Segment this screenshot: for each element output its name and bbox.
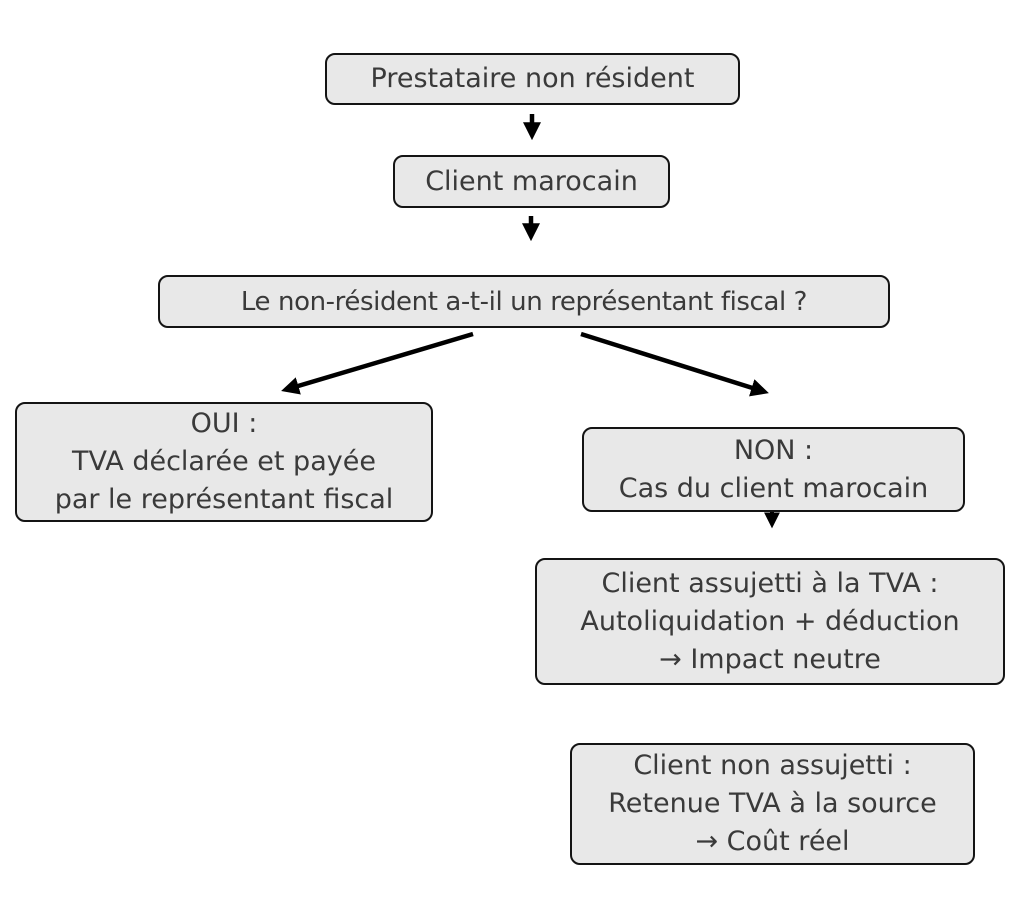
node-prestataire-label: Prestataire non résident [370,63,695,94]
node-oui: OUI : TVA déclarée et payée par le repré… [15,402,433,522]
node-assujetti-line-3: → Impact neutre [659,643,881,675]
node-oui-line-3: par le représentant fiscal [54,484,394,515]
node-client-assujetti: Client assujetti à la TVA : Autoliquidat… [535,558,1005,685]
node-prestataire-non-resident: Prestataire non résident [325,53,740,105]
node-non-line-1: NON : [733,434,814,466]
node-non-assujetti-line-1: Client non assujetti : [633,750,912,781]
node-non-assujetti-line-3: → Coût réel [695,826,850,857]
node-assujetti-line-1: Client assujetti à la TVA : [601,567,939,599]
node-question-representant-fiscal: Le non-résident a-t-il un représentant f… [158,275,890,328]
node-question-label: Le non-résident a-t-il un représentant f… [240,286,808,317]
node-non-line-2: Cas du client marocain [618,472,929,504]
node-assujetti-line-2: Autoliquidation + déduction [580,605,960,637]
edge-question-oui [281,331,474,395]
node-client-marocain: Client marocain [393,155,670,208]
node-non-assujetti-line-2: Retenue TVA à la source [608,788,937,819]
node-client-non-assujetti: Client non assujetti : Retenue TVA à la … [570,743,975,865]
node-client-label: Client marocain [425,165,638,197]
node-non: NON : Cas du client marocain [582,427,965,512]
node-oui-line-2: TVA déclarée et payée [72,446,376,477]
edge-question-non [580,331,769,397]
node-oui-line-1: OUI : [190,408,258,439]
